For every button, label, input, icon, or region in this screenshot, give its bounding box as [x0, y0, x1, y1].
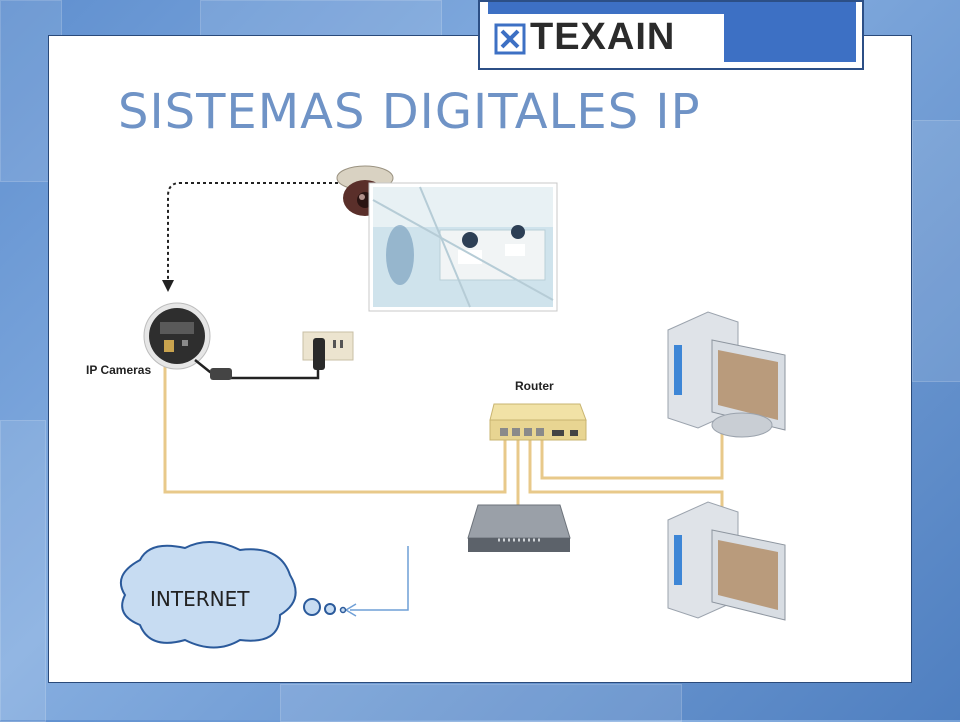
router-icon: [489, 403, 587, 441]
modem-icon: [467, 504, 571, 552]
logo-text: TEXAIN: [530, 16, 676, 58]
wall-outlet-icon: [302, 331, 354, 370]
internet-cloud-icon: [120, 541, 347, 649]
arrow-head-icon: [162, 280, 174, 292]
cable-router-pc1: [540, 430, 724, 480]
ethernet-cables: [163, 350, 724, 515]
x-box-icon: [494, 23, 526, 55]
computer-icon: [667, 501, 786, 621]
power-brick-icon: [210, 368, 232, 380]
page-title: SISTEMAS DIGITALES IP: [118, 84, 701, 140]
ip-cameras-label: IP Cameras: [86, 363, 152, 377]
background-tile: [0, 420, 46, 722]
background-tile: [912, 120, 960, 382]
cable-camera-router: [163, 350, 507, 494]
dotted-arrow: [167, 182, 338, 282]
background-tile: [280, 684, 682, 722]
computer-icon: [667, 311, 786, 438]
internet-link-line: [350, 546, 409, 611]
internet-label: INTERNET: [150, 587, 250, 611]
router-label: Router: [515, 379, 554, 393]
logo: TEXAIN: [478, 0, 864, 70]
office-photo: [368, 182, 558, 312]
cable-router-pc2: [528, 440, 724, 515]
logo-plate: TEXAIN: [488, 14, 724, 64]
ip-camera-icon: [143, 302, 211, 370]
